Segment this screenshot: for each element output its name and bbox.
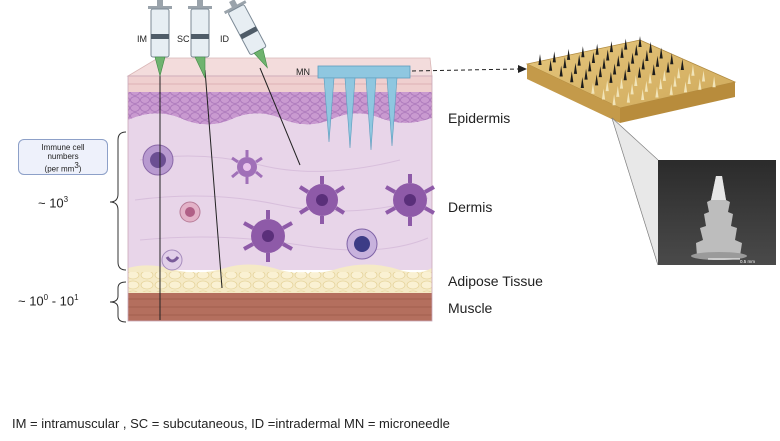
patch-needle	[573, 62, 578, 74]
needle-shafts	[159, 67, 301, 320]
patch-needle	[566, 48, 571, 60]
zoom-lines	[611, 117, 659, 266]
mn-arrow	[411, 65, 527, 73]
syringe-im	[148, 0, 172, 78]
patch-needle	[648, 41, 653, 53]
patch-needle	[613, 63, 617, 75]
patch-needle	[659, 47, 663, 59]
patch-needle	[638, 36, 642, 47]
patch-needle	[591, 52, 596, 64]
layer-dermis: Dermis	[448, 199, 493, 215]
patch-needle	[698, 78, 702, 90]
patch-needle-array	[538, 36, 716, 106]
patch-needle	[616, 55, 620, 67]
patch-needle	[662, 69, 666, 81]
patch-needle	[552, 51, 556, 63]
dermis-count: ~ 103	[38, 195, 69, 211]
patch-needle	[648, 72, 652, 84]
patch-needle	[591, 82, 595, 94]
syringe-id	[223, 0, 268, 69]
patch-needle	[634, 44, 638, 56]
patch-needle	[712, 76, 716, 88]
patch-needle	[701, 70, 706, 82]
patch-needle	[577, 54, 581, 66]
patch-needle	[680, 58, 684, 70]
callout-line1: Immune cell	[41, 143, 85, 152]
patch-needle	[619, 77, 624, 89]
callout-line2: numbers	[47, 152, 79, 161]
patch-needle	[644, 80, 648, 92]
patch-needle	[641, 89, 645, 101]
abbreviation-legend: IM = intramuscular , SC = subcutaneous, …	[12, 416, 450, 431]
patch-needle	[645, 50, 649, 62]
patch-needle	[655, 55, 660, 67]
patch-needle	[595, 74, 599, 86]
patch-needle	[581, 46, 585, 58]
patch-needle	[601, 88, 606, 100]
label-id: ID	[220, 34, 229, 44]
patch-needle	[580, 76, 584, 88]
patch-photo	[525, 39, 737, 123]
patch-needle	[634, 75, 638, 86]
patch-needle	[637, 66, 642, 78]
patch-needle	[626, 91, 630, 103]
patch-needle	[595, 43, 599, 55]
patch-needle	[623, 69, 627, 81]
immune-cell-callout: Immune cell numbers (per mm3)	[18, 139, 108, 175]
patch-needle	[616, 85, 620, 97]
patch-needle	[584, 68, 588, 80]
patch-needle	[677, 67, 681, 79]
patch-needle	[606, 49, 610, 61]
layer-epidermis: Epidermis	[448, 110, 511, 126]
patch-needle	[631, 52, 635, 64]
patch-needle	[612, 94, 616, 106]
callout-line3: (per mm3)	[44, 161, 82, 174]
patch-needle	[666, 61, 670, 73]
sem-image: 0.5 mm	[658, 160, 776, 265]
patch-needle	[673, 75, 677, 87]
patch-needle	[624, 38, 628, 50]
label-mn: MN	[296, 67, 310, 77]
skin-block	[126, 57, 433, 322]
count-braces	[109, 131, 127, 323]
patch-needle	[538, 54, 542, 65]
label-sc: SC	[177, 34, 190, 44]
patch-needle	[627, 60, 631, 72]
immune-cells	[142, 144, 435, 271]
layer-muscle: Muscle	[448, 300, 493, 316]
patch-needle	[655, 86, 659, 98]
patch-needle	[683, 81, 688, 93]
patch-needle	[570, 71, 574, 83]
patch-needle	[609, 71, 613, 83]
patch-needle	[598, 66, 602, 78]
layer-adipose: Adipose Tissue	[448, 273, 543, 289]
lower-count: ~ 100 - 101	[18, 293, 79, 309]
patch-needle	[620, 46, 624, 58]
patch-needle	[588, 60, 592, 72]
patch-needle	[602, 57, 606, 69]
patch-needle	[630, 83, 634, 95]
sem-scale-label: 0.5 mm	[740, 259, 755, 264]
patch-needle	[652, 64, 656, 76]
patch-needle	[609, 41, 614, 53]
patch-needle	[563, 57, 567, 69]
patch-needle	[659, 78, 663, 90]
patch-needle	[669, 83, 673, 95]
label-im: IM	[137, 34, 147, 44]
syringe-sc	[188, 0, 212, 79]
patch-needle	[548, 59, 553, 71]
patch-needle	[605, 80, 609, 92]
patch-needle	[641, 58, 645, 70]
patch-needle	[559, 65, 563, 77]
patch-needle	[687, 73, 691, 85]
patch-needle	[691, 64, 695, 76]
patch-needle	[670, 53, 674, 65]
microneedle-patch	[317, 65, 411, 151]
